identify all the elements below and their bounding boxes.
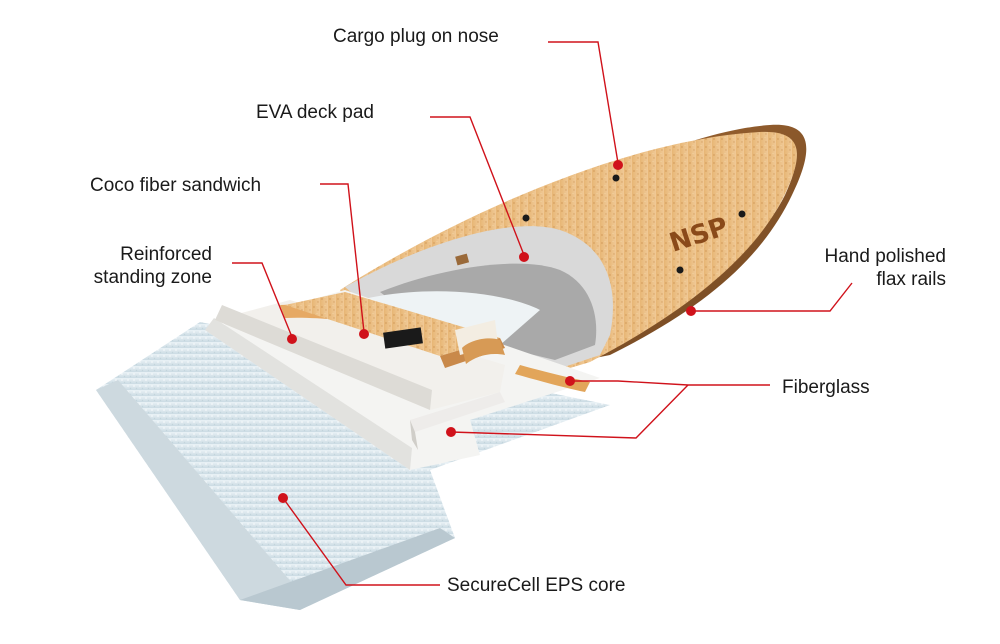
label-reinforced: Reinforced standing zone xyxy=(78,243,212,289)
label-eva-deck-pad: EVA deck pad xyxy=(256,101,374,124)
dot-coco-fiber xyxy=(359,329,369,339)
dot-eva-deck-pad xyxy=(519,252,529,262)
dot-cargo-plug xyxy=(613,160,623,170)
dot-hand-polished xyxy=(686,306,696,316)
leader-cargo-plug xyxy=(548,42,618,163)
label-fiberglass: Fiberglass xyxy=(782,376,870,399)
label-eps-core: SecureCell EPS core xyxy=(447,574,625,597)
label-hand-polished-line2: flax rails xyxy=(806,268,946,291)
label-hand-polished: Hand polished flax rails xyxy=(806,245,946,291)
dot-fiberglass-2 xyxy=(446,427,456,437)
label-hand-polished-line1: Hand polished xyxy=(806,245,946,268)
label-coco-fiber: Coco fiber sandwich xyxy=(90,174,261,197)
label-reinforced-line1: Reinforced xyxy=(78,243,212,266)
dot-fiberglass xyxy=(565,376,575,386)
label-reinforced-line2: standing zone xyxy=(78,266,212,289)
label-cargo-plug: Cargo plug on nose xyxy=(333,25,499,48)
leader-fiberglass-1 xyxy=(570,381,770,385)
dot-eps-core xyxy=(278,493,288,503)
dot-reinforced xyxy=(287,334,297,344)
